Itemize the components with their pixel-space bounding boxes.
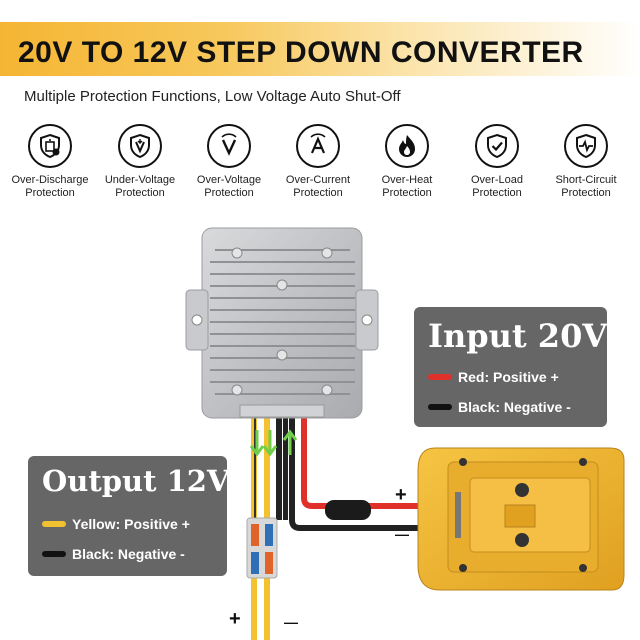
battery-shield-icon bbox=[28, 124, 72, 168]
input-title: Input 20V bbox=[428, 317, 608, 355]
input-red-label: Red: Positive + bbox=[458, 369, 559, 385]
feature-label-line1: Under-Voltage bbox=[104, 174, 176, 186]
black-wire-swatch bbox=[428, 404, 452, 410]
feature-label-line1: Short-Circuit bbox=[555, 174, 617, 186]
page-subtitle: Multiple Protection Functions, Low Volta… bbox=[24, 88, 401, 105]
output-yellow-label: Yellow: Positive + bbox=[72, 516, 190, 532]
adapter-negative-sign: — bbox=[395, 526, 409, 542]
check-shield-icon bbox=[475, 124, 519, 168]
output-info-box: Output 12V Yellow: Positive + Black: Neg… bbox=[28, 456, 230, 576]
input-black-row: Black: Negative - bbox=[428, 397, 571, 417]
ampere-icon bbox=[296, 124, 340, 168]
feature-label-line2: Protection bbox=[25, 187, 75, 199]
output-positive-sign: + bbox=[229, 608, 241, 630]
flame-icon bbox=[385, 124, 429, 168]
feature-label-line1: Over-Load bbox=[471, 174, 523, 186]
input-black-label: Black: Negative - bbox=[458, 399, 571, 415]
title-banner bbox=[0, 22, 640, 76]
output-yellow-row: Yellow: Positive + bbox=[42, 514, 190, 534]
red-wire-swatch bbox=[428, 374, 452, 380]
feature-label-line1: Over-Current bbox=[285, 174, 351, 186]
feature-label-line2: Protection bbox=[561, 187, 611, 199]
feature-label-line1: Over-Voltage bbox=[196, 174, 262, 186]
battery-adapter bbox=[417, 447, 625, 591]
feature-label-line2: Protection bbox=[382, 187, 432, 199]
page-title: 20V TO 12V STEP DOWN CONVERTER bbox=[18, 36, 584, 69]
volt-icon bbox=[207, 124, 251, 168]
feature-label-line2: Protection bbox=[204, 187, 254, 199]
feature-label-line1: Over-Discharge bbox=[11, 174, 89, 186]
wire-connector bbox=[246, 517, 278, 579]
undervoltage-shield-icon bbox=[118, 124, 162, 168]
yellow-wire-swatch bbox=[42, 521, 66, 527]
feature-label-line2: Protection bbox=[472, 187, 522, 199]
input-red-row: Red: Positive + bbox=[428, 367, 559, 387]
output-title: Output 12V bbox=[42, 464, 230, 498]
feature-label-line2: Protection bbox=[293, 187, 343, 199]
feature-label-line1: Over-Heat bbox=[381, 174, 433, 186]
current-direction-arrows bbox=[249, 429, 298, 457]
output-negative-sign: — bbox=[284, 614, 298, 630]
input-wires bbox=[289, 410, 425, 531]
black-wire-swatch bbox=[42, 551, 66, 557]
feature-label-line2: Protection bbox=[115, 187, 165, 199]
short-circuit-shield-icon bbox=[564, 124, 608, 168]
output-black-label: Black: Negative - bbox=[72, 546, 185, 562]
output-black-row: Black: Negative - bbox=[42, 544, 185, 564]
converter-box bbox=[185, 227, 379, 419]
input-info-box: Input 20V Red: Positive + Black: Negativ… bbox=[414, 307, 607, 427]
adapter-positive-sign: + bbox=[395, 484, 407, 506]
